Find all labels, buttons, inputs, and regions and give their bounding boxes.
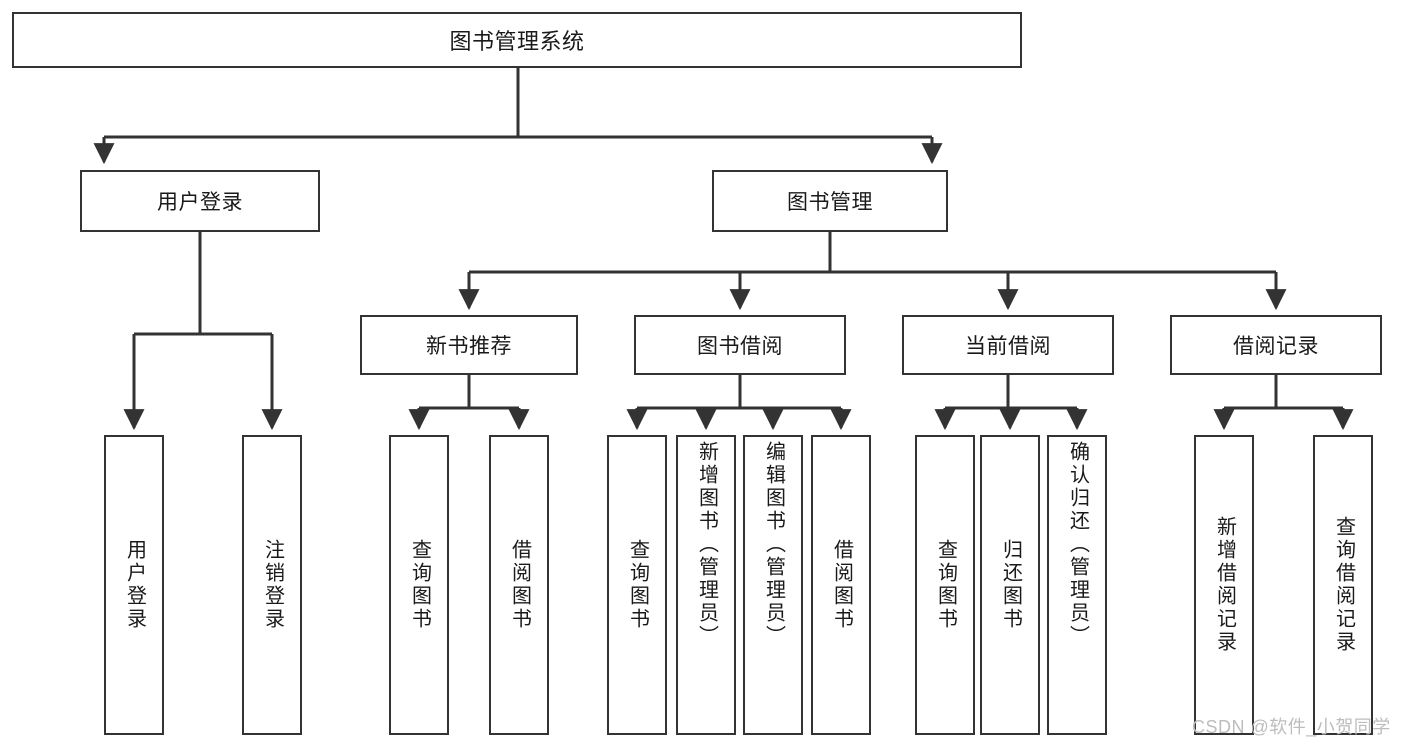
- node-leaf-add-book[interactable]: 新增图书（管理员）: [676, 435, 736, 735]
- node-leaf-confirm-return[interactable]: 确认归还（管理员）: [1047, 435, 1107, 735]
- node-leaf-query-book-1[interactable]: 查询图书: [389, 435, 449, 735]
- node-borrow-record[interactable]: 借阅记录: [1170, 315, 1382, 375]
- node-leaf-query-book-2[interactable]: 查询图书: [607, 435, 667, 735]
- node-leaf-borrow-book-1[interactable]: 借阅图书: [489, 435, 549, 735]
- node-leaf-query-borrow-record[interactable]: 查询借阅记录: [1313, 435, 1373, 735]
- node-leaf-user-login[interactable]: 用户登录: [104, 435, 164, 735]
- node-leaf-borrow-book-2[interactable]: 借阅图书: [811, 435, 871, 735]
- watermark-text: CSDN @软件_小贺同学: [1192, 717, 1391, 737]
- node-book-management[interactable]: 图书管理: [712, 170, 948, 232]
- node-leaf-logout-login[interactable]: 注销登录: [242, 435, 302, 735]
- node-book-borrow[interactable]: 图书借阅: [634, 315, 846, 375]
- node-leaf-query-book-3[interactable]: 查询图书: [915, 435, 975, 735]
- node-user-login[interactable]: 用户登录: [80, 170, 320, 232]
- node-leaf-edit-book[interactable]: 编辑图书（管理员）: [743, 435, 803, 735]
- node-current-borrow[interactable]: 当前借阅: [902, 315, 1114, 375]
- node-leaf-add-borrow-record[interactable]: 新增借阅记录: [1194, 435, 1254, 735]
- node-new-book-recommend[interactable]: 新书推荐: [360, 315, 578, 375]
- node-leaf-return-book[interactable]: 归还图书: [980, 435, 1040, 735]
- node-book-management-system[interactable]: 图书管理系统: [12, 12, 1022, 68]
